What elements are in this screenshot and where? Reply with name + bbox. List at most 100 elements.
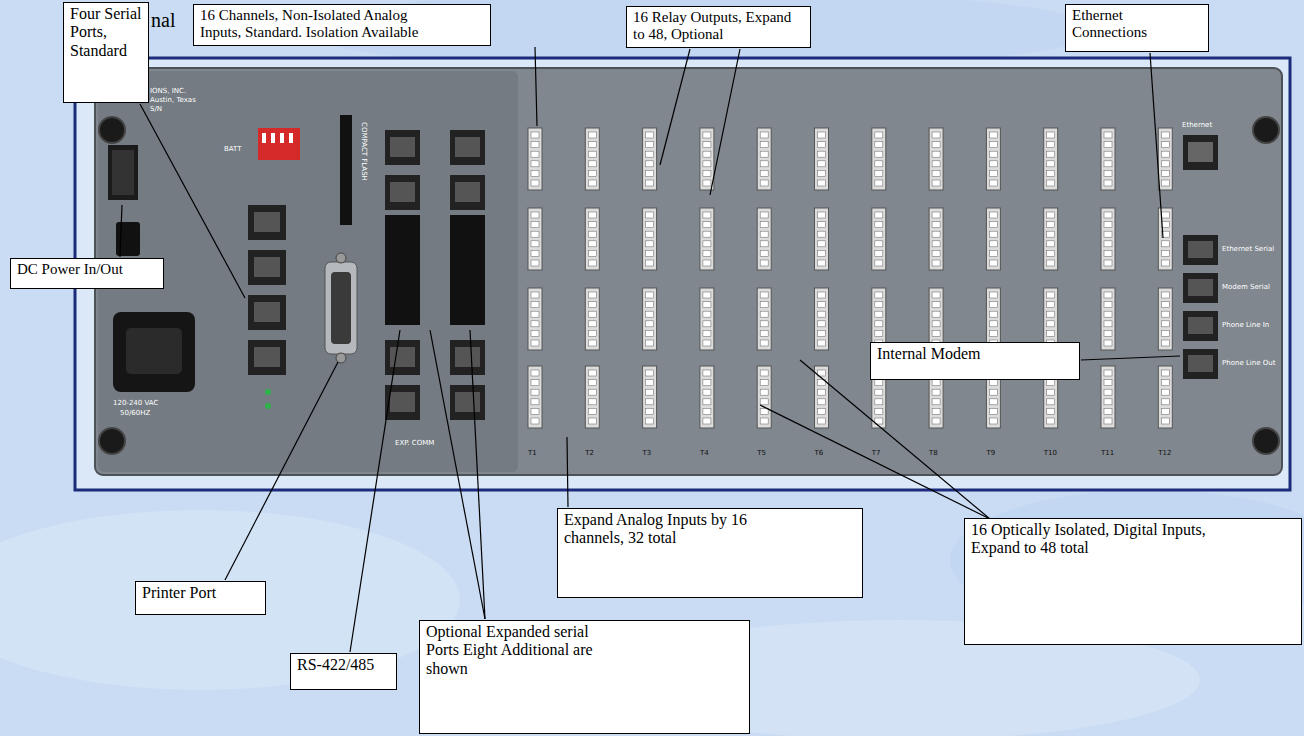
- terminal-screw: [932, 241, 940, 247]
- terminal-screw: [818, 241, 826, 247]
- terminal-screw: [875, 302, 883, 308]
- terminal-screw: [1047, 321, 1055, 327]
- callout-box: 16 Channels, Non-Isolated Analog Inputs,…: [193, 4, 491, 46]
- panel-label: BATT: [224, 146, 241, 153]
- terminal-strip: [643, 208, 657, 270]
- terminal-screw: [646, 132, 654, 138]
- terminal-strip: [757, 208, 771, 270]
- terminal-strip: [700, 288, 714, 350]
- terminal-screw: [875, 241, 883, 247]
- terminal-strips: [528, 128, 1172, 428]
- terminal-screw: [818, 151, 826, 157]
- terminal-screw: [1047, 142, 1055, 148]
- terminal-screw: [646, 222, 654, 228]
- terminal-screw: [703, 389, 711, 395]
- terminal-screw: [703, 132, 711, 138]
- terminal-screw: [1104, 212, 1112, 218]
- terminal-body: [1101, 128, 1115, 190]
- terminal-screw: [932, 380, 940, 386]
- terminal-screw: [760, 418, 768, 424]
- terminal-screw: [875, 222, 883, 228]
- terminal-screw: [989, 311, 997, 317]
- terminal-screw: [875, 132, 883, 138]
- terminal-screw: [760, 340, 768, 346]
- terminal-screw: [818, 170, 826, 176]
- terminal-screw: [1047, 302, 1055, 308]
- terminal-screw: [989, 330, 997, 336]
- callout-box: Four Serial Ports, Standard: [63, 2, 149, 103]
- terminal-body: [757, 208, 771, 270]
- terminal-screw: [989, 260, 997, 266]
- terminal-body: [815, 288, 829, 350]
- terminal-body: [700, 208, 714, 270]
- terminal-screw: [703, 250, 711, 256]
- expansion-ports: [385, 130, 485, 420]
- callout-text: RS-422/485: [297, 656, 390, 674]
- terminal-screw: [760, 321, 768, 327]
- terminal-body: [528, 288, 542, 350]
- terminal-screw: [875, 170, 883, 176]
- terminal-screw: [932, 292, 940, 298]
- callout-text: 16 Optically Isolated, Digital Inputs, E…: [971, 521, 1206, 558]
- terminal-body: [1044, 208, 1058, 270]
- terminal-body: [700, 128, 714, 190]
- terminal-screw: [646, 180, 654, 186]
- terminal-strip: [585, 128, 599, 190]
- terminal-screw: [760, 311, 768, 317]
- terminal-strip: [700, 128, 714, 190]
- terminal-screw: [646, 292, 654, 298]
- terminal-screw: [1161, 241, 1169, 247]
- terminal-screw: [1161, 180, 1169, 186]
- db25-connector: [325, 253, 357, 363]
- terminal-body: [643, 128, 657, 190]
- terminal-screw: [588, 241, 596, 247]
- terminal-screw: [1161, 418, 1169, 424]
- terminal-screw: [932, 170, 940, 176]
- terminal-screw: [1047, 250, 1055, 256]
- terminal-screw: [1104, 380, 1112, 386]
- callout-text: Four Serial Ports, Standard: [70, 5, 142, 60]
- terminal-body: [700, 366, 714, 428]
- terminal-strip: [815, 366, 829, 428]
- terminal-screw: [1161, 408, 1169, 414]
- panel-label: T9: [986, 450, 995, 457]
- terminal-screw: [1104, 399, 1112, 405]
- terminal-strip: [528, 366, 542, 428]
- terminal-screw: [531, 389, 539, 395]
- device-body: [95, 68, 1282, 475]
- terminal-screw: [1161, 302, 1169, 308]
- panel-label: 120-240 VAC: [113, 400, 158, 407]
- terminal-screw: [646, 302, 654, 308]
- terminal-screw: [760, 151, 768, 157]
- terminal-screw: [531, 330, 539, 336]
- panel-label: T10: [1044, 450, 1057, 457]
- terminal-screw: [760, 212, 768, 218]
- dip-switch: [258, 128, 300, 160]
- callout-text: 16 Relay Outputs, Expand to 48, Optional: [633, 9, 798, 44]
- terminal-screw: [875, 399, 883, 405]
- terminal-screw: [531, 418, 539, 424]
- terminal-screw: [588, 231, 596, 237]
- terminal-screw: [989, 418, 997, 424]
- terminal-body: [528, 366, 542, 428]
- terminal-screw: [932, 222, 940, 228]
- terminal-screw: [875, 231, 883, 237]
- terminal-screw: [760, 399, 768, 405]
- terminal-strip: [643, 366, 657, 428]
- terminal-screw: [989, 231, 997, 237]
- terminal-screw: [531, 340, 539, 346]
- terminal-screw: [1047, 180, 1055, 186]
- terminal-screw: [1047, 418, 1055, 424]
- panel-label: EXP. COMM: [395, 440, 434, 447]
- terminal-body: [757, 128, 771, 190]
- terminal-strip: [1158, 128, 1172, 190]
- terminal-screw: [588, 142, 596, 148]
- terminal-screw: [531, 380, 539, 386]
- callout-box: RS-422/485: [290, 653, 397, 690]
- terminal-screw: [588, 408, 596, 414]
- terminal-screw: [818, 389, 826, 395]
- terminal-screw: [989, 161, 997, 167]
- terminal-screw: [760, 241, 768, 247]
- terminal-screw: [818, 311, 826, 317]
- panel-label: T5: [757, 450, 766, 457]
